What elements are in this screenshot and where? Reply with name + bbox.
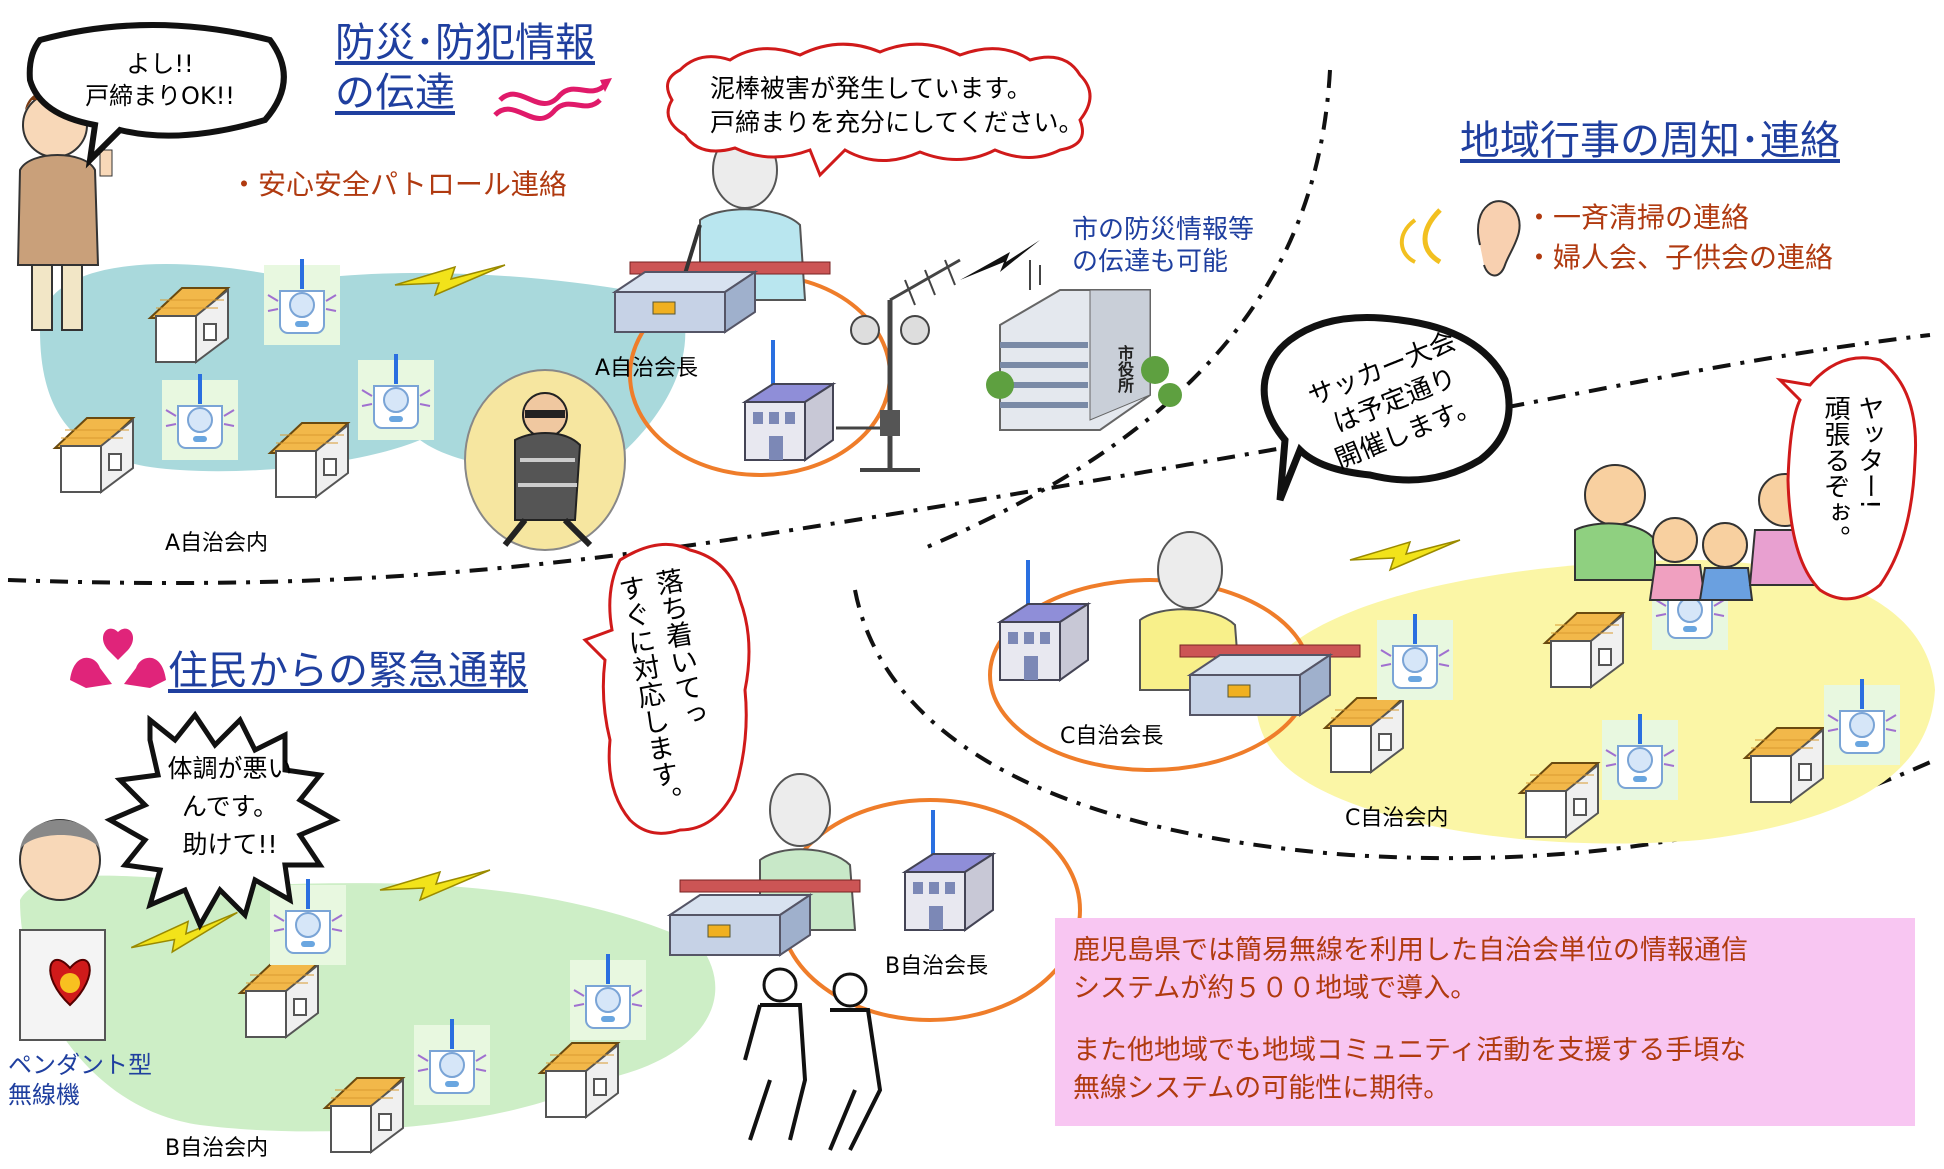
person-leader-c [1157,531,1223,609]
leader-house-icon [903,808,995,932]
bubble-leader-a-text: 泥棒被害が発生しています。 戸締まりを充分にしてください。 [710,74,1084,137]
bubble-resident-b-text: 体調が悪い んです。 助けて!! [167,754,293,859]
bubble-resident-a-text: よし!! 戸締まりOK!! [85,50,235,110]
thief-icon [464,369,626,551]
wave-flag-icon [493,78,612,121]
radio-receiver-icon [1822,677,1902,767]
summary-line4: 無線システムの可能性に期待。 [1073,1073,1451,1104]
section-title-disaster-line2: の伝達 [335,70,455,116]
radio-receiver-icon [160,372,240,462]
city-hall-icon [986,260,1182,431]
city-hall-sign: 市役所 [1115,345,1134,393]
divider-lower [853,589,1936,861]
bubble-leader-a [666,42,1092,178]
walking-people-icon [743,967,883,1151]
base-station-icon [669,894,811,956]
summary-line3: また他地域でも地域コミュニティ活動を支援する手頃な [1073,1035,1747,1066]
desk-b [679,879,861,893]
leader-house-icon [743,338,835,462]
city-note: 市の防災情報等 の伝達も可能 [1072,215,1255,277]
bubble-leader-b [582,542,751,835]
pendant-icon [19,819,106,1041]
area-a-label: A自治会内 [165,531,269,556]
radio-receiver-icon [412,1017,492,1107]
section-title-disaster-line1: 防災･防犯情報 [335,20,595,66]
bubble-family-c-text: ヤッター! 頑張るぞぉ。 [1820,395,1884,551]
base-station-icon [1189,654,1331,716]
disaster-bullet: ・安心安全パトロール連絡 [230,168,567,201]
house-icon [54,417,134,493]
bubble-resident-b [104,710,341,931]
speaker-pole-icon [836,300,930,472]
antenna-icon [889,258,961,306]
bubble-resident-a [26,22,287,169]
base-station-icon [614,271,756,333]
lightning-icon [1349,539,1461,571]
ear-icon [1399,200,1521,277]
radio-receiver-icon [356,352,436,442]
hands-heart-icon [70,628,166,688]
leader-c-label: C自治会長 [1060,724,1164,749]
summary-line1: 鹿児島県では簡易無線を利用した自治会単位の情報通信 [1073,935,1748,966]
radio-receiver-icon [1600,712,1680,802]
summary-box: 鹿児島県では簡易無線を利用した自治会単位の情報通信 システムが約５００地域で導入… [1055,918,1915,1126]
leader-b-label: B自治会長 [885,954,989,979]
pendant-label: ペンダント型 無線機 [8,1051,152,1109]
lightning-icon [960,240,1040,280]
family-icon [1574,464,1824,601]
area-c-label: C自治会内 [1345,806,1449,831]
person-leader-b [769,773,831,847]
radio-receiver-icon [262,257,342,347]
radio-receiver-icon [1375,612,1455,702]
events-bullets: ・一斉清掃の連絡 ・婦人会、子供会の連絡 [1525,201,1834,274]
leader-house-icon [998,558,1090,682]
summary-line2: システムが約５００地域で導入。 [1073,973,1478,1004]
area-b-label: B自治会内 [165,1136,269,1161]
leader-a-label: A自治会長 [595,356,699,381]
section-title-emergency: 住民からの緊急通報 [168,648,528,694]
bubble-leader-c [1260,314,1513,502]
bubble-family-c [1775,356,1918,601]
section-title-events: 地域行事の周知･連絡 [1460,118,1840,164]
radio-receiver-icon [568,952,648,1042]
